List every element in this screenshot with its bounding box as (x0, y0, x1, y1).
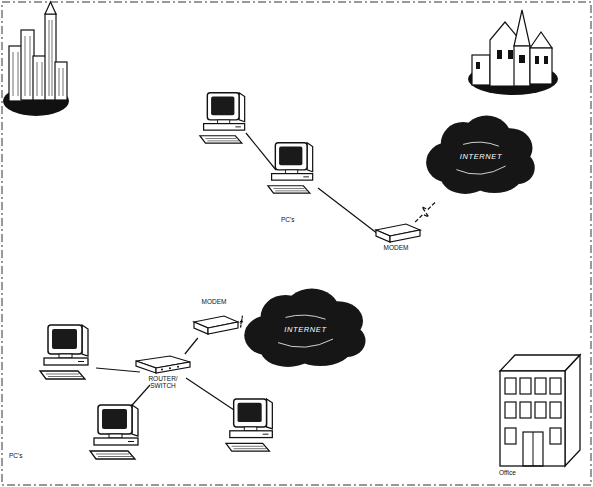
cloud-streak (278, 339, 333, 347)
city-buildings-part (49, 20, 50, 96)
router-face (136, 361, 156, 373)
office-building-part (505, 378, 516, 394)
city-buildings (3, 2, 69, 116)
cloud-node: INTERNET (425, 112, 537, 202)
cloud-node: INTERNET (243, 285, 368, 375)
city-buildings-part (52, 20, 53, 96)
house-buildings-part (508, 50, 513, 59)
wireless-link (240, 316, 243, 328)
pc-links-part (96, 368, 140, 372)
text-group: INTERNET (425, 112, 537, 202)
router-port (177, 366, 179, 368)
pc-computer (268, 143, 313, 193)
modem-node: MODEM (188, 298, 240, 338)
office-building-part (523, 432, 543, 466)
router-port (161, 369, 163, 371)
city-buildings-part (45, 14, 56, 100)
network-cable (185, 338, 198, 354)
modem-label: MODEM (202, 298, 227, 305)
house-buildings-part (514, 10, 530, 46)
house-buildings-part (472, 55, 490, 85)
wireless-link (415, 202, 435, 222)
office-building-part (533, 432, 534, 466)
city-buildings-part (37, 62, 38, 96)
pc-links (96, 133, 378, 414)
office-building-part (535, 378, 546, 394)
house-buildings-part (519, 55, 525, 63)
cloud-streak (456, 166, 505, 174)
router-node: ROUTER/ SWITCH (132, 354, 194, 408)
modem-face (390, 230, 420, 242)
office-building-part (505, 402, 516, 418)
office-building-part (565, 355, 580, 466)
city-buildings-part (18, 52, 19, 96)
city-buildings-part (63, 68, 64, 96)
city-buildings-part (42, 62, 43, 96)
group-label: PC's (281, 216, 295, 223)
cloud-streak (463, 142, 499, 146)
pc-links-part (186, 378, 240, 414)
pc-computer (90, 405, 138, 459)
pc-computer (40, 325, 88, 379)
office-building-part (520, 402, 531, 418)
city-buildings-part (33, 56, 46, 100)
router-face (156, 362, 190, 373)
house-buildings-part (497, 50, 502, 59)
office-building-part (505, 428, 516, 444)
office-building-part (550, 402, 561, 418)
modem-shape (370, 222, 422, 260)
office-building-part (550, 428, 561, 444)
city-buildings-part (13, 52, 14, 96)
office-building (500, 355, 580, 466)
modem-face (376, 230, 390, 242)
cloud-label: INTERNET (284, 326, 326, 334)
modem-face (208, 322, 238, 334)
city-buildings-part (59, 68, 60, 96)
house-buildings-part (535, 56, 539, 64)
house-buildings-part (514, 46, 530, 86)
city-buildings-part (30, 36, 31, 96)
text-group: INTERNET (243, 285, 368, 375)
house-buildings-part (544, 56, 548, 64)
office-building-part (520, 378, 531, 394)
text-group: MODEM (188, 298, 240, 305)
office-building-part (535, 402, 546, 418)
group-label: PC's (9, 452, 23, 459)
house-buildings (468, 10, 558, 95)
city-buildings-part (25, 36, 26, 96)
router-label: ROUTER/ SWITCH (145, 375, 181, 389)
office-building-part (500, 371, 565, 466)
modem-node: MODEM (370, 222, 422, 260)
pc-computer (226, 399, 272, 451)
modem-face (194, 322, 208, 334)
pc-computer (200, 93, 245, 143)
city-buildings-part (45, 2, 56, 14)
cloud-puff (268, 305, 343, 355)
city-buildings-part (21, 30, 34, 100)
modem-label: MODEM (384, 244, 409, 251)
cloud-streak (286, 315, 326, 319)
house-buildings-part (476, 62, 480, 69)
house-buildings-part (530, 48, 552, 84)
cloud-label: INTERNET (460, 153, 502, 161)
office-building-part (550, 378, 561, 394)
router-port (169, 367, 171, 369)
house-buildings-part (530, 32, 552, 48)
cloud-puff (447, 132, 514, 182)
text-group: MODEM (370, 244, 422, 251)
pc-links-part (318, 188, 378, 234)
city-buildings-part (55, 62, 67, 100)
pc-links-part (246, 133, 276, 170)
text-group: ROUTER/ SWITCH (132, 375, 194, 389)
building-label: Office (499, 469, 516, 476)
